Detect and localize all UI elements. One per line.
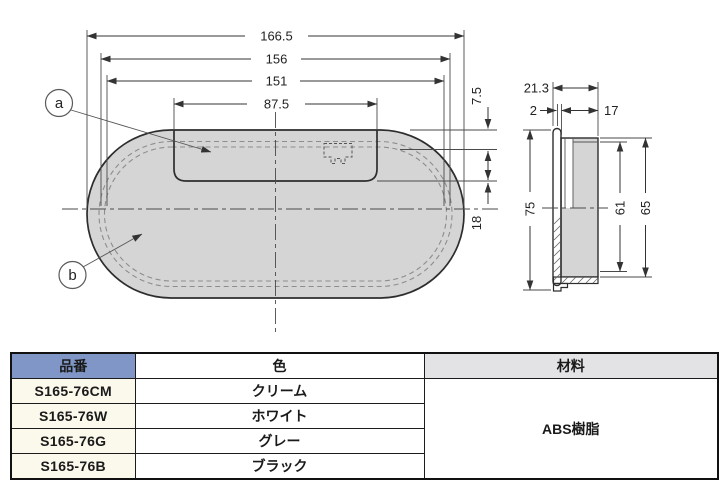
- callout-a-label: a: [55, 95, 64, 112]
- table-row: S165-76B ブラック: [10, 453, 718, 480]
- spec-table: 品番 色 材料 S165-76CM クリーム ABS樹脂 S165-76W ホワ…: [10, 352, 719, 480]
- callout-b-label: b: [68, 267, 76, 284]
- color-cell: ホワイト: [134, 403, 425, 429]
- front-outline: [86, 129, 465, 299]
- part-number-cell: S165-76B: [10, 453, 136, 480]
- side-flange: [552, 127, 562, 287]
- color-cell: ブラック: [134, 453, 425, 480]
- dimension-drawing: 166.5 156 151 87.5 7.5 18: [44, 29, 653, 333]
- side-view: 21.3 2 17 75 61 65: [523, 81, 653, 292]
- dim-top-inset: 7.5: [469, 87, 484, 105]
- section-hatching: [553, 217, 598, 284]
- callout-a: a: [44, 88, 212, 153]
- dim-total-depth: 21.3: [524, 81, 549, 96]
- dim-outer-height: 65: [638, 201, 653, 215]
- color-cell: クリーム: [134, 378, 425, 404]
- hidden-latch-detail: [323, 143, 353, 164]
- table-row: S165-76G グレー: [10, 428, 718, 454]
- dim-body-width: 156: [266, 52, 288, 67]
- dim-inner-height: 61: [613, 201, 628, 215]
- front-view: 166.5 156 151 87.5 7.5 18: [44, 29, 500, 333]
- material-cell: ABS樹脂: [423, 378, 719, 480]
- part-number-cell: S165-76W: [10, 403, 136, 429]
- dim-height: 75: [523, 202, 538, 216]
- col-header-color: 色: [134, 352, 425, 379]
- dim-total-width: 166.5: [260, 29, 293, 44]
- col-header-material: 材料: [423, 352, 719, 379]
- part-number-cell: S165-76CM: [10, 378, 136, 404]
- table-row: S165-76CM クリーム ABS樹脂: [10, 378, 719, 480]
- dim-flange-thickness: 2: [530, 103, 537, 118]
- table-header-row: 品番 色 材料: [10, 352, 719, 379]
- dim-recess-width: 87.5: [264, 97, 289, 112]
- dim-body-depth: 17: [604, 103, 618, 118]
- color-cell: グレー: [134, 428, 425, 454]
- dim-inner-width: 151: [266, 74, 288, 89]
- col-header-part-number: 品番: [10, 352, 136, 379]
- dim-recess-bottom-inset: 18: [469, 216, 484, 230]
- callout-b: b: [58, 233, 143, 290]
- part-number-cell: S165-76G: [10, 428, 136, 454]
